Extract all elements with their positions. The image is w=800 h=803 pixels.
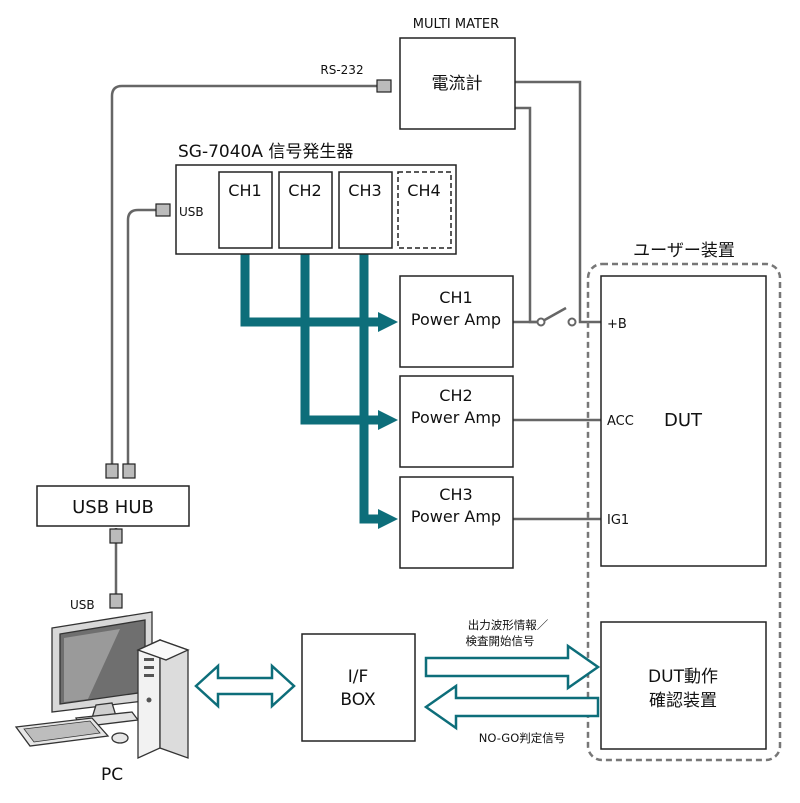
bus-ch2	[300, 250, 380, 425]
switch-blade	[540, 306, 567, 324]
dut-checker-box	[600, 621, 767, 750]
amp-channel-label: CH2	[439, 386, 472, 405]
sg-channel-box-unused	[397, 171, 452, 249]
sg-usb-label: USB	[179, 205, 204, 219]
arrow-head	[378, 410, 398, 430]
dut-checker-label: 確認装置	[649, 691, 717, 711]
user-device-boundary	[586, 262, 782, 762]
output-signal-arrow	[424, 643, 601, 691]
ifbox-label: BOX	[340, 690, 376, 710]
pc-label: PC	[101, 765, 123, 785]
usb-hub-label: USB HUB	[72, 497, 154, 518]
nogo-signal-arrow	[423, 683, 600, 731]
dut-label: DUT	[664, 410, 703, 431]
usb-connector	[122, 463, 136, 479]
rs232-cable	[110, 84, 378, 465]
power-amp-box	[399, 275, 514, 368]
usb-connector	[155, 203, 171, 217]
pc-ifbox-double-arrow	[194, 663, 296, 709]
pin-label: ACC	[607, 414, 634, 429]
wires	[110, 80, 605, 598]
power-amp-box	[399, 375, 514, 468]
sg-channel-label: CH4	[407, 181, 440, 200]
usb-hub-box	[36, 485, 190, 527]
meter-lead-1	[515, 106, 538, 324]
multimeter-title: MULTI MATER	[413, 17, 499, 32]
sg-channel-box	[218, 171, 273, 249]
multimeter-box	[399, 37, 516, 130]
sg-channel-box	[338, 171, 393, 249]
usb-connector	[109, 528, 123, 544]
bus-ch3	[359, 250, 380, 524]
sg-usb-cable	[126, 208, 158, 465]
bus-arrowheads	[378, 312, 398, 529]
multimeter-label: 電流計	[432, 74, 483, 94]
sg-channel-label: CH2	[288, 181, 321, 200]
output-signal-label: 出力波形情報／	[468, 618, 549, 632]
sg-channel-box	[278, 171, 333, 249]
amp-name-label: Power Amp	[411, 310, 501, 329]
sg-channel-label: CH3	[348, 181, 381, 200]
amp-channel-label: CH3	[439, 485, 472, 504]
usb-connector	[109, 593, 123, 609]
pc-usb-label: USB	[70, 598, 95, 612]
pin-label: +B	[607, 317, 627, 332]
sg-title: SG-7040A 信号発生器	[178, 142, 353, 162]
dut-checker-label: DUT動作	[648, 667, 718, 687]
user-device-title: ユーザー装置	[633, 241, 735, 261]
ifbox-box	[301, 633, 416, 742]
switch-contact	[536, 317, 546, 327]
bus-ch1	[240, 250, 380, 327]
signal-bus	[240, 250, 380, 524]
arrow-head	[378, 509, 398, 529]
rs232-connector	[376, 79, 392, 93]
pc-icon	[14, 611, 190, 760]
amp-channel-label: CH1	[439, 288, 472, 307]
pin-label: IG1	[607, 513, 629, 528]
meter-lead-2	[515, 80, 605, 324]
ifbox-label: I/F	[348, 667, 369, 687]
dut-box	[600, 275, 767, 567]
power-amp-box	[399, 476, 514, 569]
usb-connector	[105, 463, 119, 479]
connectors	[105, 79, 392, 609]
nogo-signal-label: NO-GO判定信号	[479, 731, 566, 745]
amp-name-label: Power Amp	[411, 507, 501, 526]
output-signal-label: 検査開始信号	[466, 634, 535, 648]
arrow-head	[378, 312, 398, 332]
switch-contact	[567, 317, 577, 327]
rs232-label: RS-232	[320, 63, 363, 77]
amp-name-label: Power Amp	[411, 408, 501, 427]
sg-channel-label: CH1	[228, 181, 261, 200]
